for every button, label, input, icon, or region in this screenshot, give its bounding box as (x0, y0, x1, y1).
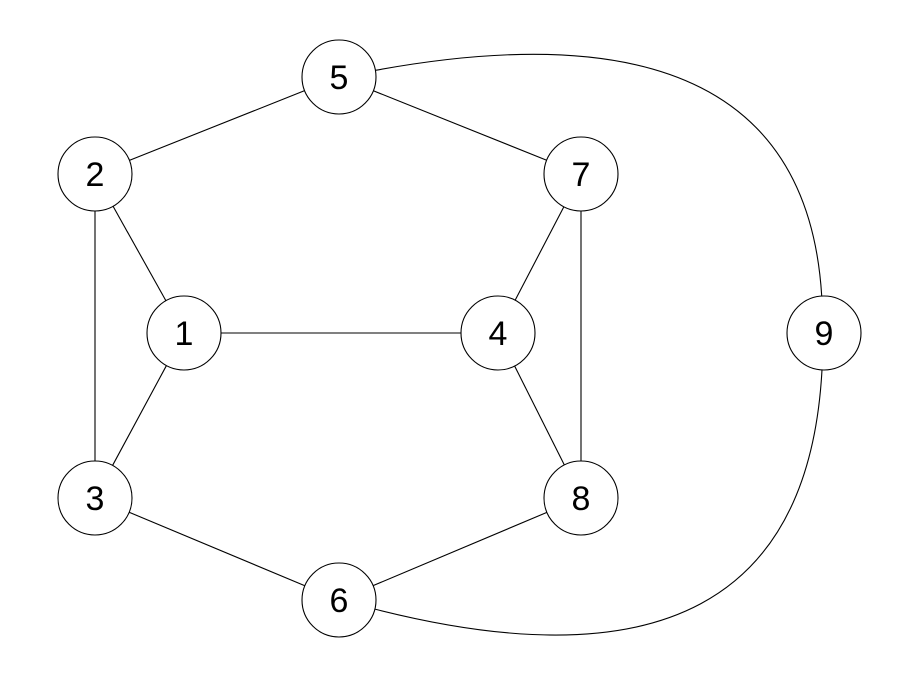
node-3-circle (57, 460, 133, 536)
edge-5-7 (373, 90, 547, 161)
node-6-label: 6 (330, 582, 349, 620)
node-9-circle (786, 295, 862, 371)
edge-5-9 (375, 53, 823, 297)
node-9: 9 (786, 295, 862, 371)
edge-4-8 (514, 365, 565, 466)
edge-2-1 (112, 206, 167, 301)
node-6: 6 (301, 562, 377, 638)
node-8-label: 8 (572, 480, 591, 518)
node-8: 8 (543, 460, 619, 536)
node-4-label: 4 (489, 315, 508, 353)
node-5-label: 5 (330, 59, 349, 97)
edge-1-3 (112, 365, 167, 466)
node-7-label: 7 (572, 156, 591, 194)
node-4-circle (460, 295, 536, 371)
node-4: 4 (460, 295, 536, 371)
edges-layer (94, 53, 823, 636)
node-7-circle (543, 136, 619, 212)
node-9-label: 9 (815, 315, 834, 353)
edge-3-6 (128, 511, 306, 587)
node-7: 7 (543, 136, 619, 212)
node-5: 5 (301, 39, 377, 115)
edge-6-9 (374, 369, 823, 636)
node-2-label: 2 (86, 156, 105, 194)
node-1: 1 (146, 295, 222, 371)
node-2: 2 (57, 136, 133, 212)
nodes-layer: 1 2 3 4 5 6 7 8 9 (57, 39, 862, 638)
node-1-label: 1 (175, 315, 194, 353)
edge-2-5 (129, 90, 305, 161)
edge-6-8 (372, 511, 548, 587)
node-5-circle (301, 39, 377, 115)
node-3: 3 (57, 460, 133, 536)
node-1-circle (146, 295, 222, 371)
node-8-circle (543, 460, 619, 536)
node-2-circle (57, 136, 133, 212)
edge-7-4 (514, 206, 565, 301)
node-6-circle (301, 562, 377, 638)
node-3-label: 3 (86, 480, 105, 518)
